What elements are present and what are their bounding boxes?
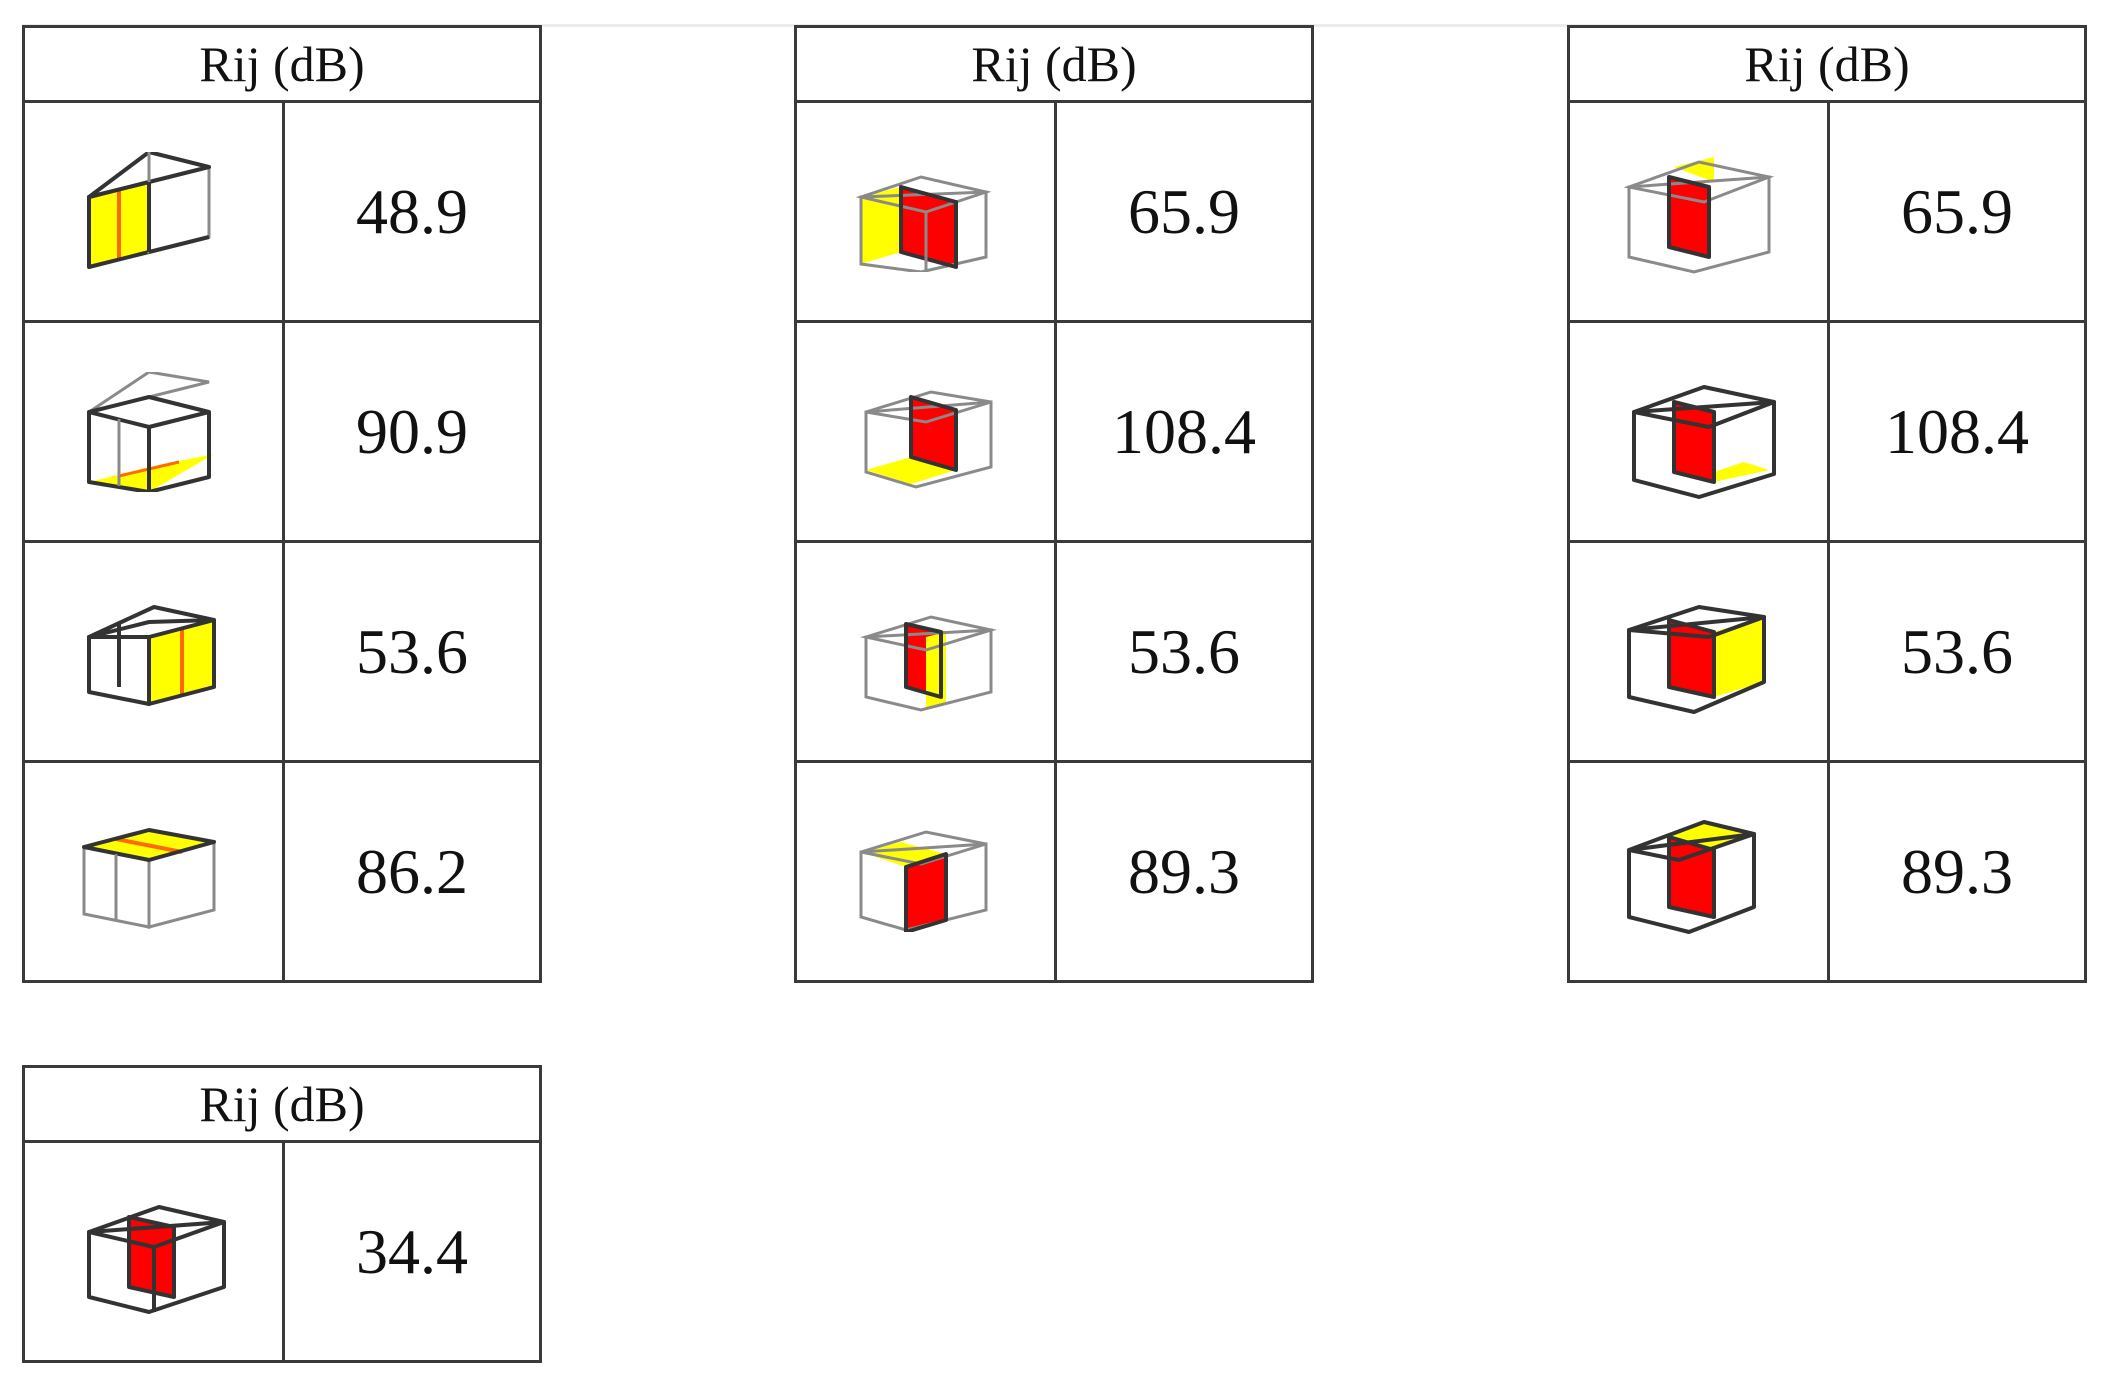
rij-value: 65.9 [1054, 100, 1314, 323]
path-icon-cell [22, 100, 285, 323]
direct-path-cube-icon [86, 1204, 226, 1314]
rij-value: 34.4 [282, 1140, 542, 1363]
flanking-path-cube-icon [854, 174, 992, 272]
rij-value: 89.3 [1054, 760, 1314, 983]
table-row: 53.6 [22, 540, 542, 763]
rij-table-4: Rij (dB) 34.4 [22, 1065, 542, 1363]
path-icon-cell [794, 320, 1057, 543]
rij-value: 53.6 [1054, 540, 1314, 763]
path-icon-cell [1567, 760, 1830, 983]
flanking-path-cube-icon [86, 371, 214, 492]
table-row: 48.9 [22, 100, 542, 323]
rij-value: 108.4 [1827, 320, 2087, 543]
rij-table-2: Rij (dB) 65.9 108.4 [794, 25, 1314, 983]
table-header: Rij (dB) [794, 25, 1314, 103]
table-row: 108.4 [794, 320, 1314, 543]
flanking-path-cube-icon [1626, 604, 1766, 714]
table-row: 89.3 [1567, 760, 2087, 983]
path-icon-cell [794, 760, 1057, 983]
flanking-path-cube-icon [1622, 156, 1774, 274]
flanking-path-cube-icon [864, 389, 992, 489]
flanking-path-cube-icon [1631, 384, 1776, 499]
path-icon-cell [794, 540, 1057, 763]
path-icon-cell [1567, 540, 1830, 763]
table-row: 108.4 [1567, 320, 2087, 543]
flanking-path-cube-icon [859, 614, 997, 712]
rij-value: 89.3 [1827, 760, 2087, 983]
rij-table-3: Rij (dB) 65.9 108.4 [1567, 25, 2087, 983]
table-row: 53.6 [1567, 540, 2087, 763]
rij-table-1: Rij (dB) 48.9 [22, 25, 542, 983]
rij-value: 48.9 [282, 100, 542, 323]
path-icon-cell [794, 100, 1057, 323]
table-header: Rij (dB) [22, 1065, 542, 1143]
table-row: 34.4 [22, 1140, 542, 1363]
flanking-path-cube-icon [81, 827, 216, 929]
flanking-path-cube-icon [1626, 819, 1756, 934]
flanking-path-cube-icon [86, 151, 211, 269]
table-row: 65.9 [1567, 100, 2087, 323]
path-icon-cell [1567, 100, 1830, 323]
path-icon-cell [22, 320, 285, 543]
table-row: 86.2 [22, 760, 542, 983]
table-row: 90.9 [22, 320, 542, 543]
rij-value: 53.6 [1827, 540, 2087, 763]
rij-value: 90.9 [282, 320, 542, 543]
table-header: Rij (dB) [22, 25, 542, 103]
table-row: 53.6 [794, 540, 1314, 763]
rij-value: 53.6 [282, 540, 542, 763]
table-header: Rij (dB) [1567, 25, 2087, 103]
rij-value: 65.9 [1827, 100, 2087, 323]
path-icon-cell [22, 540, 285, 763]
table-row: 89.3 [794, 760, 1314, 983]
table-row: 65.9 [794, 100, 1314, 323]
path-icon-cell [1567, 320, 1830, 543]
rij-value: 86.2 [282, 760, 542, 983]
path-icon-cell [22, 760, 285, 983]
flanking-path-cube-icon [859, 829, 987, 932]
flanking-path-cube-icon [86, 604, 216, 706]
path-icon-cell [22, 1140, 285, 1363]
rij-value: 108.4 [1054, 320, 1314, 543]
